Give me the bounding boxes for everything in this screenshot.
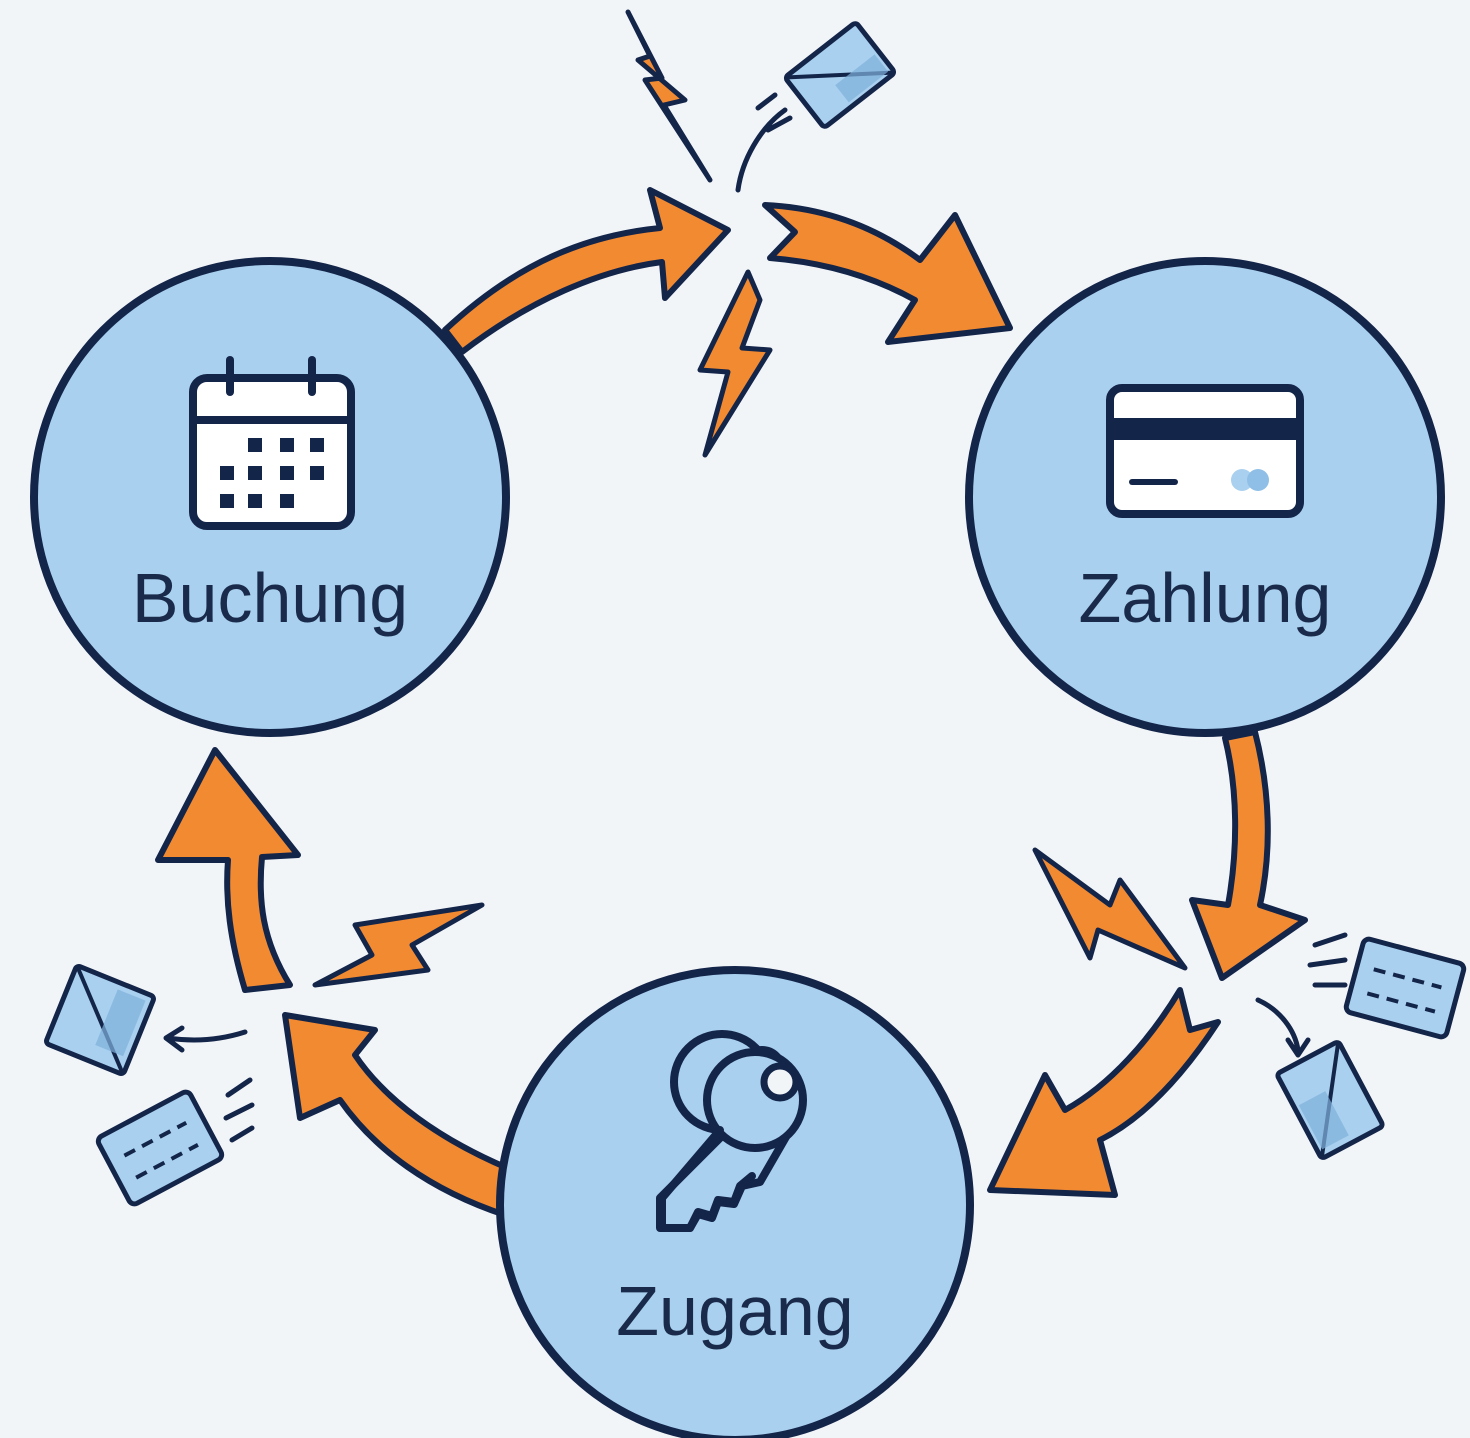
node-zahlung: Zahlung: [965, 257, 1445, 737]
edge-zugang-to-buchung: [44, 747, 515, 1218]
node-label-buchung: Buchung: [132, 559, 408, 637]
edge-zahlung-to-zugang: [987, 729, 1467, 1198]
lightning-icon: [312, 902, 485, 988]
lightning-icon: [625, 9, 713, 183]
node-label-zugang: Zugang: [616, 1272, 853, 1350]
arrow-zugang-buchung-part1: [282, 1012, 515, 1218]
card-fragment-icon: [783, 21, 897, 129]
motion-lines: [735, 92, 793, 193]
key-icon: [656, 1030, 807, 1232]
motion-lines: [1255, 932, 1348, 1058]
lightning-icon: [1032, 847, 1188, 971]
node-zugang: Zugang: [496, 966, 974, 1438]
card-fragment-icon: [44, 964, 156, 1076]
edge-buchung-to-zahlung: [442, 9, 1013, 458]
node-buchung: Buchung: [30, 257, 510, 737]
motion-lines: [163, 1025, 255, 1143]
credit-card-icon: [1106, 384, 1304, 518]
arrow-zugang-buchung-part2: [155, 747, 301, 993]
arrow-zahlung-zugang-part1: [1189, 729, 1308, 981]
node-label-zahlung: Zahlung: [1079, 559, 1332, 637]
arrow-zahlung-zugang-part2: [987, 987, 1221, 1198]
card-fragment-icon: [1275, 1040, 1385, 1160]
card-fragment-icon: [1343, 936, 1467, 1040]
lightning-icon: [697, 269, 773, 458]
calendar-icon: [189, 356, 355, 530]
card-fragment-icon: [95, 1089, 225, 1207]
arrow-buchung-zahlung-part2: [762, 202, 1013, 345]
arrow-buchung-zahlung-part1: [442, 187, 731, 355]
